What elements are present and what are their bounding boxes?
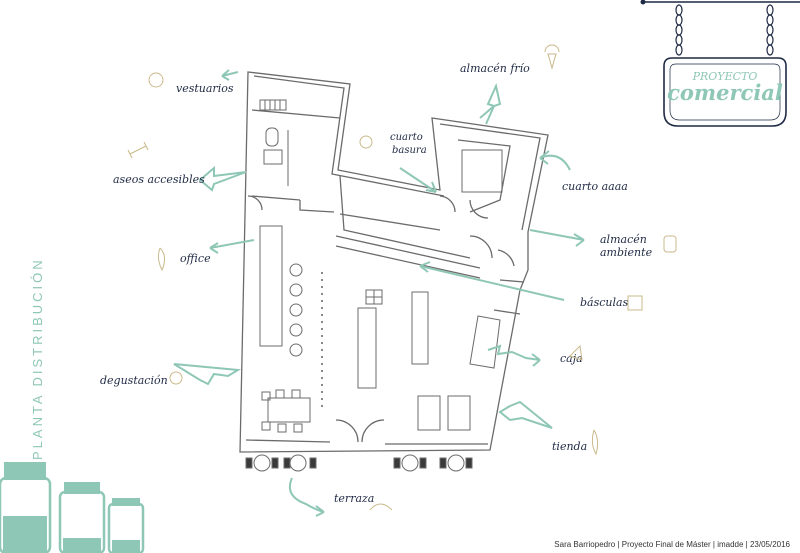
sign-chain-right — [766, 4, 774, 56]
cup-icon — [169, 371, 183, 385]
sign-title-line2: comercial — [667, 80, 783, 105]
label-office: office — [180, 252, 211, 265]
arrow-office — [209, 239, 255, 254]
arrow-almacen-ambiente — [529, 229, 585, 247]
jar-small — [107, 498, 145, 553]
jar-large — [0, 462, 52, 553]
label-almacen-frio: almacén frío — [460, 62, 530, 75]
label-cuarto-aaaa: cuarto aaaa — [562, 180, 628, 193]
dish-icon — [569, 344, 583, 361]
ice-cream-icon — [544, 44, 560, 70]
room-labels: vestuarios almacén frío cuarto basura as… — [100, 62, 653, 505]
croissant-icon — [369, 503, 393, 511]
bread-icon — [148, 72, 164, 88]
sign-chain-left — [675, 4, 683, 56]
arrow-cuarto-basura — [399, 167, 437, 193]
jars-graphic — [0, 462, 145, 553]
jar-icon — [663, 235, 677, 253]
doodle-icons — [127, 44, 677, 511]
label-cuarto-basura-1: cuarto — [390, 132, 423, 143]
arrow-almacen-frio — [479, 82, 502, 125]
label-caja: caja — [560, 352, 583, 365]
arrow-terraza — [288, 477, 325, 517]
label-vestuarios: vestuarios — [176, 82, 234, 95]
label-almacen-ambiente-2: ambiente — [600, 246, 653, 259]
credits-footer: Sara Barriopedro | Proyecto Final de Más… — [554, 540, 790, 549]
label-basculas: básculas — [580, 296, 629, 309]
arrow-vestuarios — [221, 69, 239, 81]
scale-icon — [627, 295, 643, 311]
leaf-icon — [157, 247, 166, 272]
label-aseos: aseos accesibles — [113, 173, 205, 186]
coffee-icon — [359, 135, 373, 149]
label-cuarto-basura-2: basura — [392, 145, 427, 156]
jar-medium — [58, 482, 106, 553]
arrow-aseos — [198, 165, 247, 192]
label-terraza: terraza — [334, 492, 374, 505]
arrow-caja — [487, 344, 541, 367]
arrow-tienda — [498, 400, 553, 429]
side-title: PLANTA DISTRIBUCIÓN — [30, 257, 45, 460]
label-degustacion: degustación — [100, 374, 168, 387]
dumbbell-icon — [127, 141, 149, 159]
arrow-cuarto-aaaa — [539, 150, 571, 171]
label-almacen-ambiente-1: almacén — [600, 233, 647, 246]
project-sign: PROYECTO comercial — [640, 0, 800, 127]
plan-fixtures — [245, 99, 503, 472]
arrow-degustacion — [173, 363, 242, 386]
label-tienda: tienda — [552, 440, 587, 453]
pointer-arrows — [173, 69, 585, 517]
sign-title-line1: PROYECTO — [692, 70, 758, 83]
sign-board — [663, 57, 787, 127]
plan-walls — [239, 71, 549, 453]
flower-icon — [591, 429, 599, 456]
arrow-basculas — [419, 261, 565, 301]
